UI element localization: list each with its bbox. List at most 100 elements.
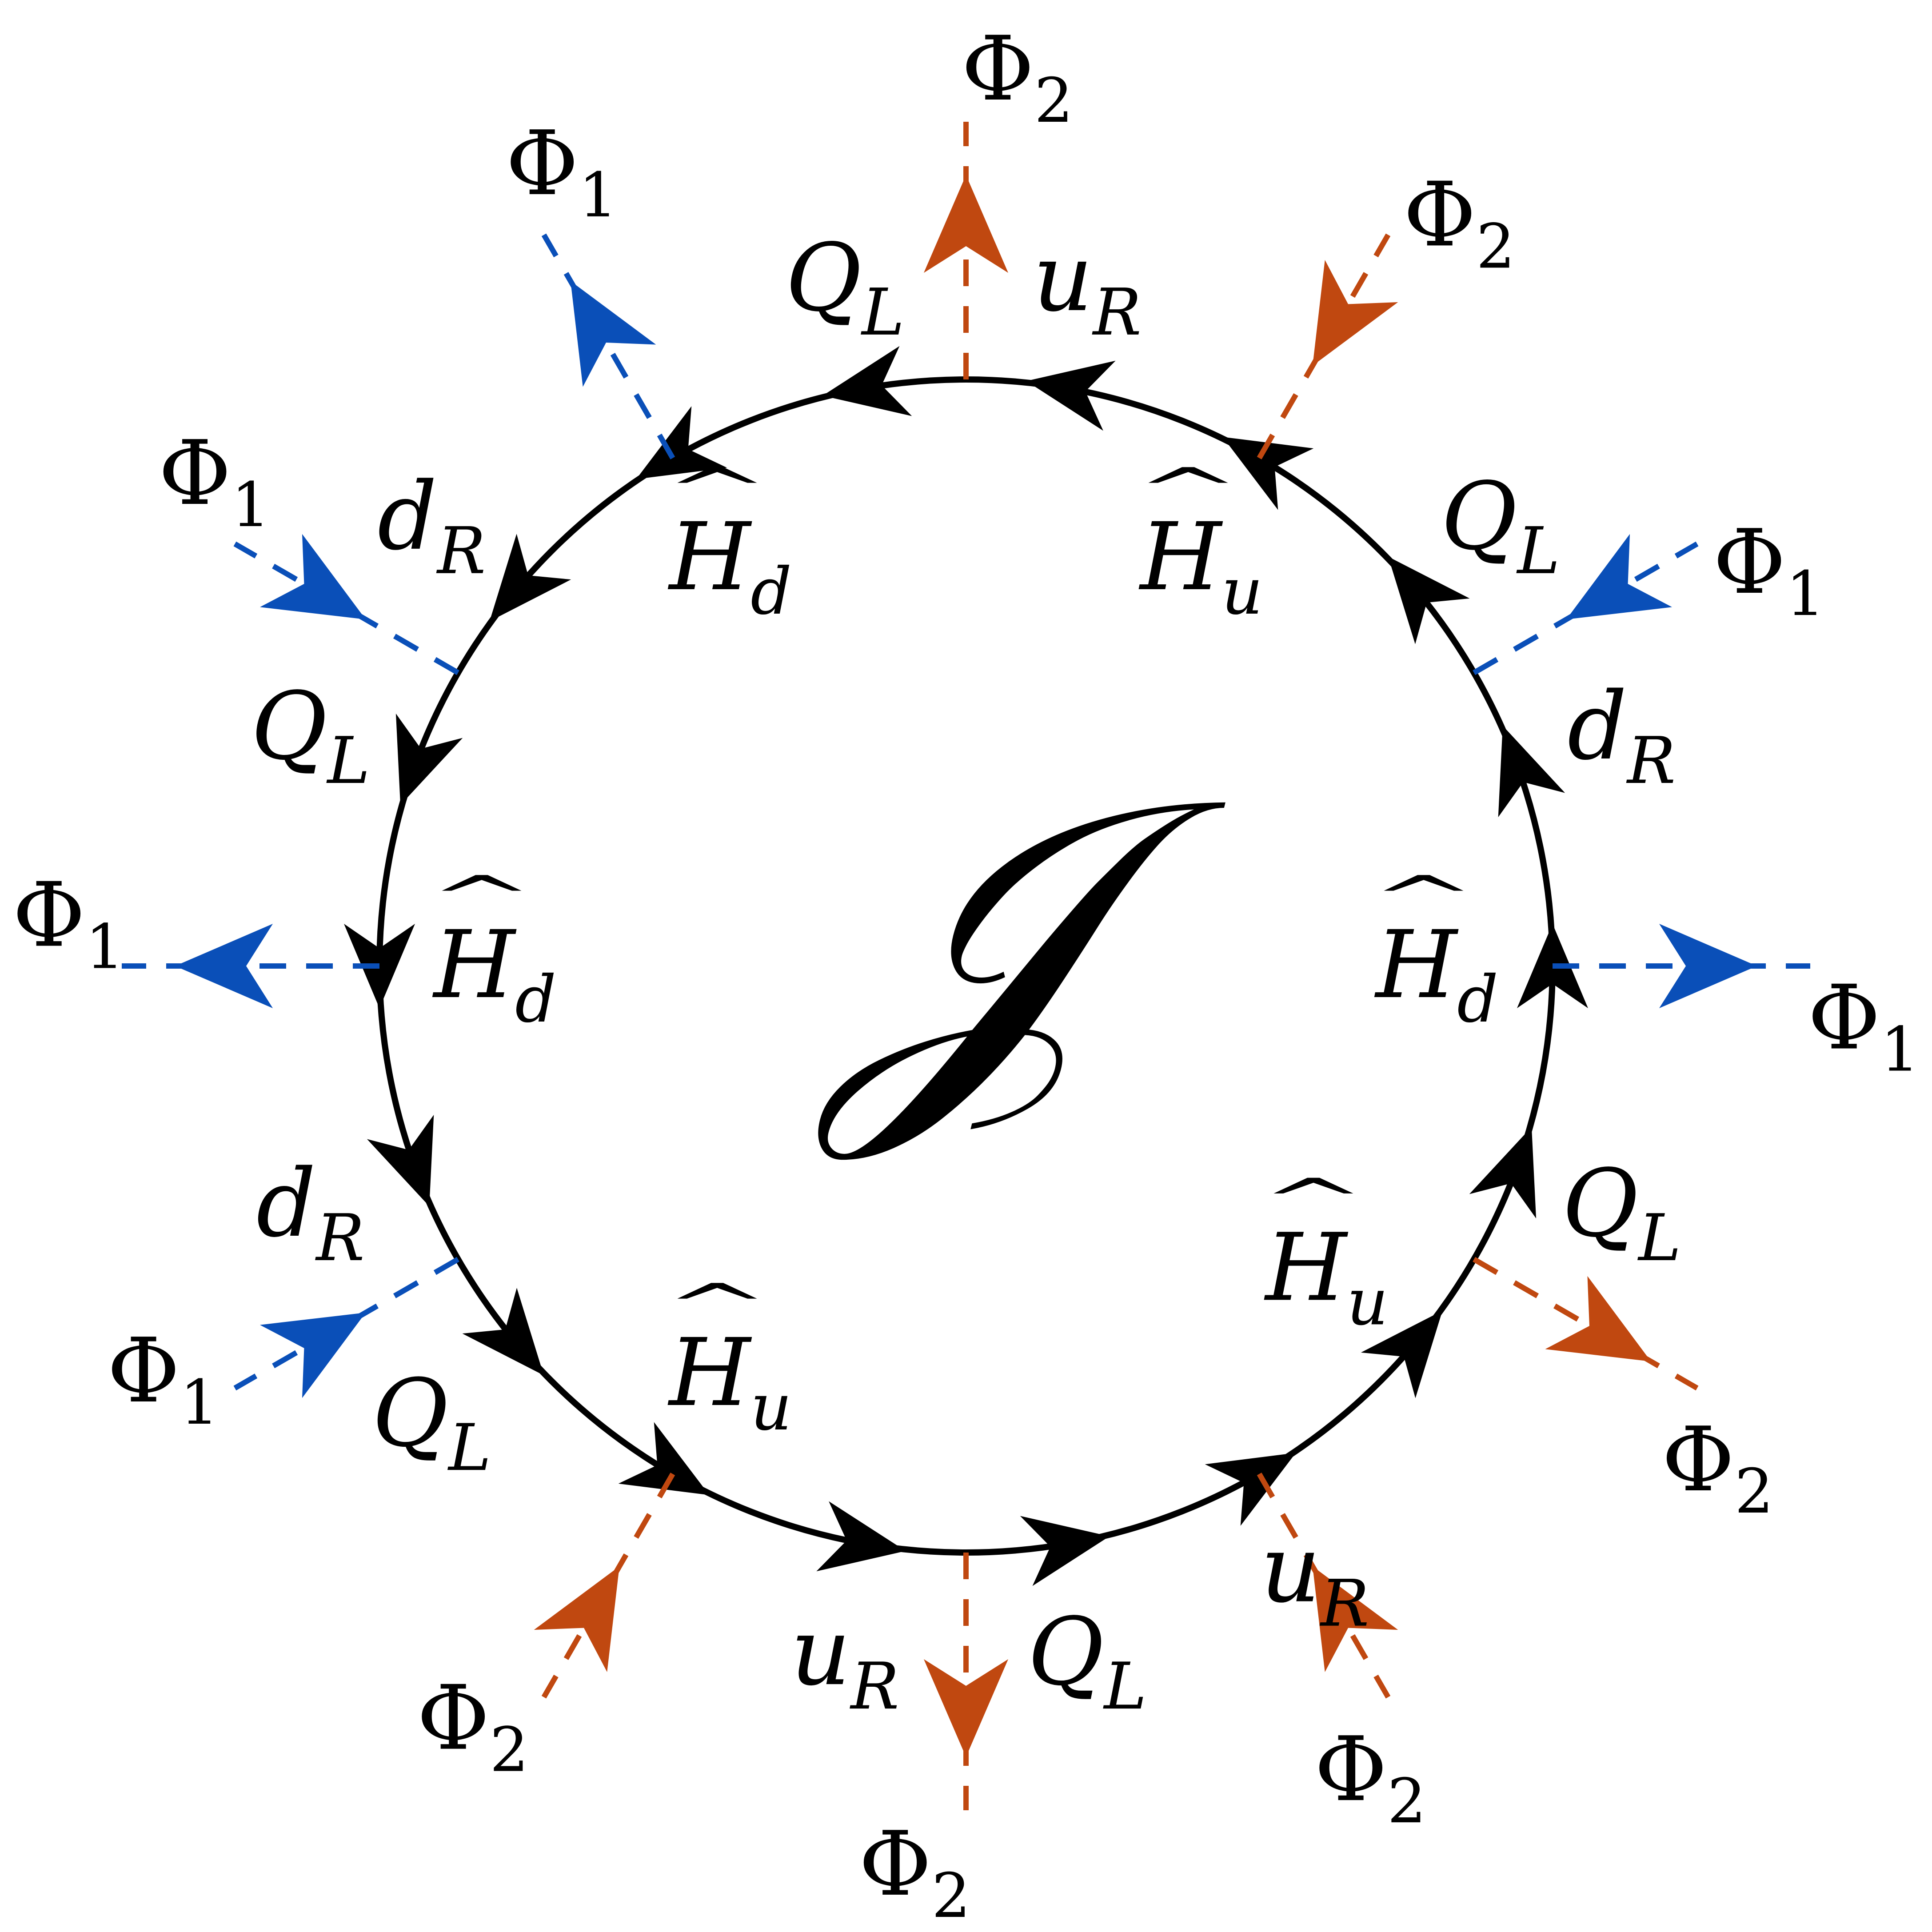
propagator-subscript: u [750,1370,792,1445]
outgoing-arrow-icon [924,175,1008,273]
loop-arrow-icon [489,534,571,622]
loop-arrow-icon [462,1288,544,1376]
incoming-arrow-icon [259,534,366,619]
propagator-field: uR [1033,224,1141,350]
loop-arrow-icon [636,406,727,479]
propagator-label: dR [377,462,486,589]
leg-label-index: 2 [1387,1765,1426,1837]
leg-label: Φ1 [12,864,124,983]
propagator-field: QL [372,1359,491,1485]
hat-accent: ^ [1135,456,1241,523]
propagator-subscript: L [860,275,904,350]
dashed-line [541,233,675,459]
incoming-arrow-icon [1566,534,1673,619]
propagator-subscript: d [750,554,792,629]
leg-label: Φ2 [859,1812,971,1932]
propagator-subscript: R [1626,723,1676,798]
scalar-leg: Φ1 [12,864,379,1008]
dashed-line [1473,1257,1699,1391]
propagator-label: uR [790,1597,899,1724]
leg-label-index: 1 [231,469,270,541]
center-label: 𝒥 [813,712,1228,1168]
scalar-leg: Φ2 [924,17,1073,379]
leg-label-index: 2 [1476,211,1515,282]
loop-arrow-icon [1026,360,1116,431]
leg-label-index: 1 [180,1367,219,1438]
propagator-subscript: d [1457,962,1498,1037]
leg-label: Φ2 [1662,1408,1774,1527]
propagator-field: QL [251,672,370,798]
leg-label-index: 1 [85,911,124,983]
outgoing-arrow-icon [924,1659,1008,1757]
leg-label-index: 1 [1786,558,1825,630]
loop-arrow-icon [1205,1453,1296,1526]
propagator-field: dR [256,1149,365,1276]
propagator-field: uR [790,1597,899,1724]
propagator-label: QL [1027,1597,1146,1724]
loop-arrow-icon [822,346,912,416]
propagator-subscript: R [315,1201,364,1276]
leg-label: Φ2 [1403,163,1515,282]
loop-arrow-icon [816,1501,906,1572]
leg-label: Φ1 [158,422,270,541]
propagator-subscript: u [1221,554,1263,629]
incoming-arrow-icon [534,1566,619,1673]
propagator-field: QL [1027,1597,1146,1724]
loop-arrow-icon [395,713,463,805]
leg-label-index: 1 [579,160,618,231]
hat-accent: ^ [664,1272,770,1339]
leg-label-index: 2 [1034,65,1074,136]
propagator-label: Hu^ [1135,456,1263,629]
scalar-leg: Φ2 [417,1473,675,1786]
propagator-field: dR [377,462,486,589]
scalar-leg: Φ2 [1473,1257,1774,1527]
leg-label-index: 1 [1880,1014,1920,1086]
propagator-field: QL [1562,1149,1681,1276]
propagator-subscript: R [849,1649,899,1724]
propagator-label: QL [1441,462,1560,589]
loop-arrow-icon [1020,1516,1110,1586]
propagator-label: uR [1261,1515,1369,1641]
scalar-leg: Φ1 [506,112,675,459]
loop-arrow-icon [1222,437,1314,510]
propagator-subscript: d [515,962,556,1037]
propagator-label: Hu^ [664,1272,792,1445]
propagator-field: Hu [1264,1213,1389,1340]
propagator-subscript: R [1319,1566,1369,1641]
propagator-label: Hd^ [1370,864,1498,1037]
propagator-label: QL [1562,1149,1681,1276]
outgoing-arrow-icon [175,924,273,1008]
leg-label: Φ1 [1808,966,1920,1086]
leg-label-index: 2 [490,1714,529,1786]
propagator-field: Hd [667,503,792,629]
propagator-field: Hu [667,1318,792,1445]
leg-label: Φ2 [417,1667,529,1786]
propagator-field: dR [1568,672,1676,798]
scalar-leg: Φ1 [158,422,459,675]
leg-label: Φ1 [506,112,618,231]
hat-accent: ^ [1260,1166,1367,1233]
propagator-subscript: L [1103,1649,1147,1724]
leg-label-index: 2 [1735,1456,1774,1527]
loop-arrow-icon [1388,556,1470,644]
propagator-subscript: L [1516,514,1560,589]
loop-arrow-icon [1469,1127,1537,1219]
propagator-subscript: L [447,1410,491,1485]
propagator-subscript: L [1637,1201,1681,1276]
propagator-label: Hu^ [1260,1166,1388,1340]
scalar-leg: Φ1 [1553,924,1920,1086]
propagator-label: Hd^ [428,864,556,1037]
propagator-field: QL [1441,462,1560,589]
hat-accent: ^ [1370,864,1477,931]
leg-label: Φ1 [107,1319,219,1438]
propagator-field: uR [1261,1515,1369,1641]
propagator-subscript: R [1092,275,1142,350]
propagator-label: QL [785,224,904,350]
loop-arrow-icon [618,1422,710,1495]
leg-label-index: 2 [932,1860,971,1932]
outgoing-arrow-icon [1659,924,1757,1008]
propagator-label: QL [251,672,370,798]
propagator-subscript: R [436,514,486,589]
propagator-label: uR [1033,224,1141,350]
